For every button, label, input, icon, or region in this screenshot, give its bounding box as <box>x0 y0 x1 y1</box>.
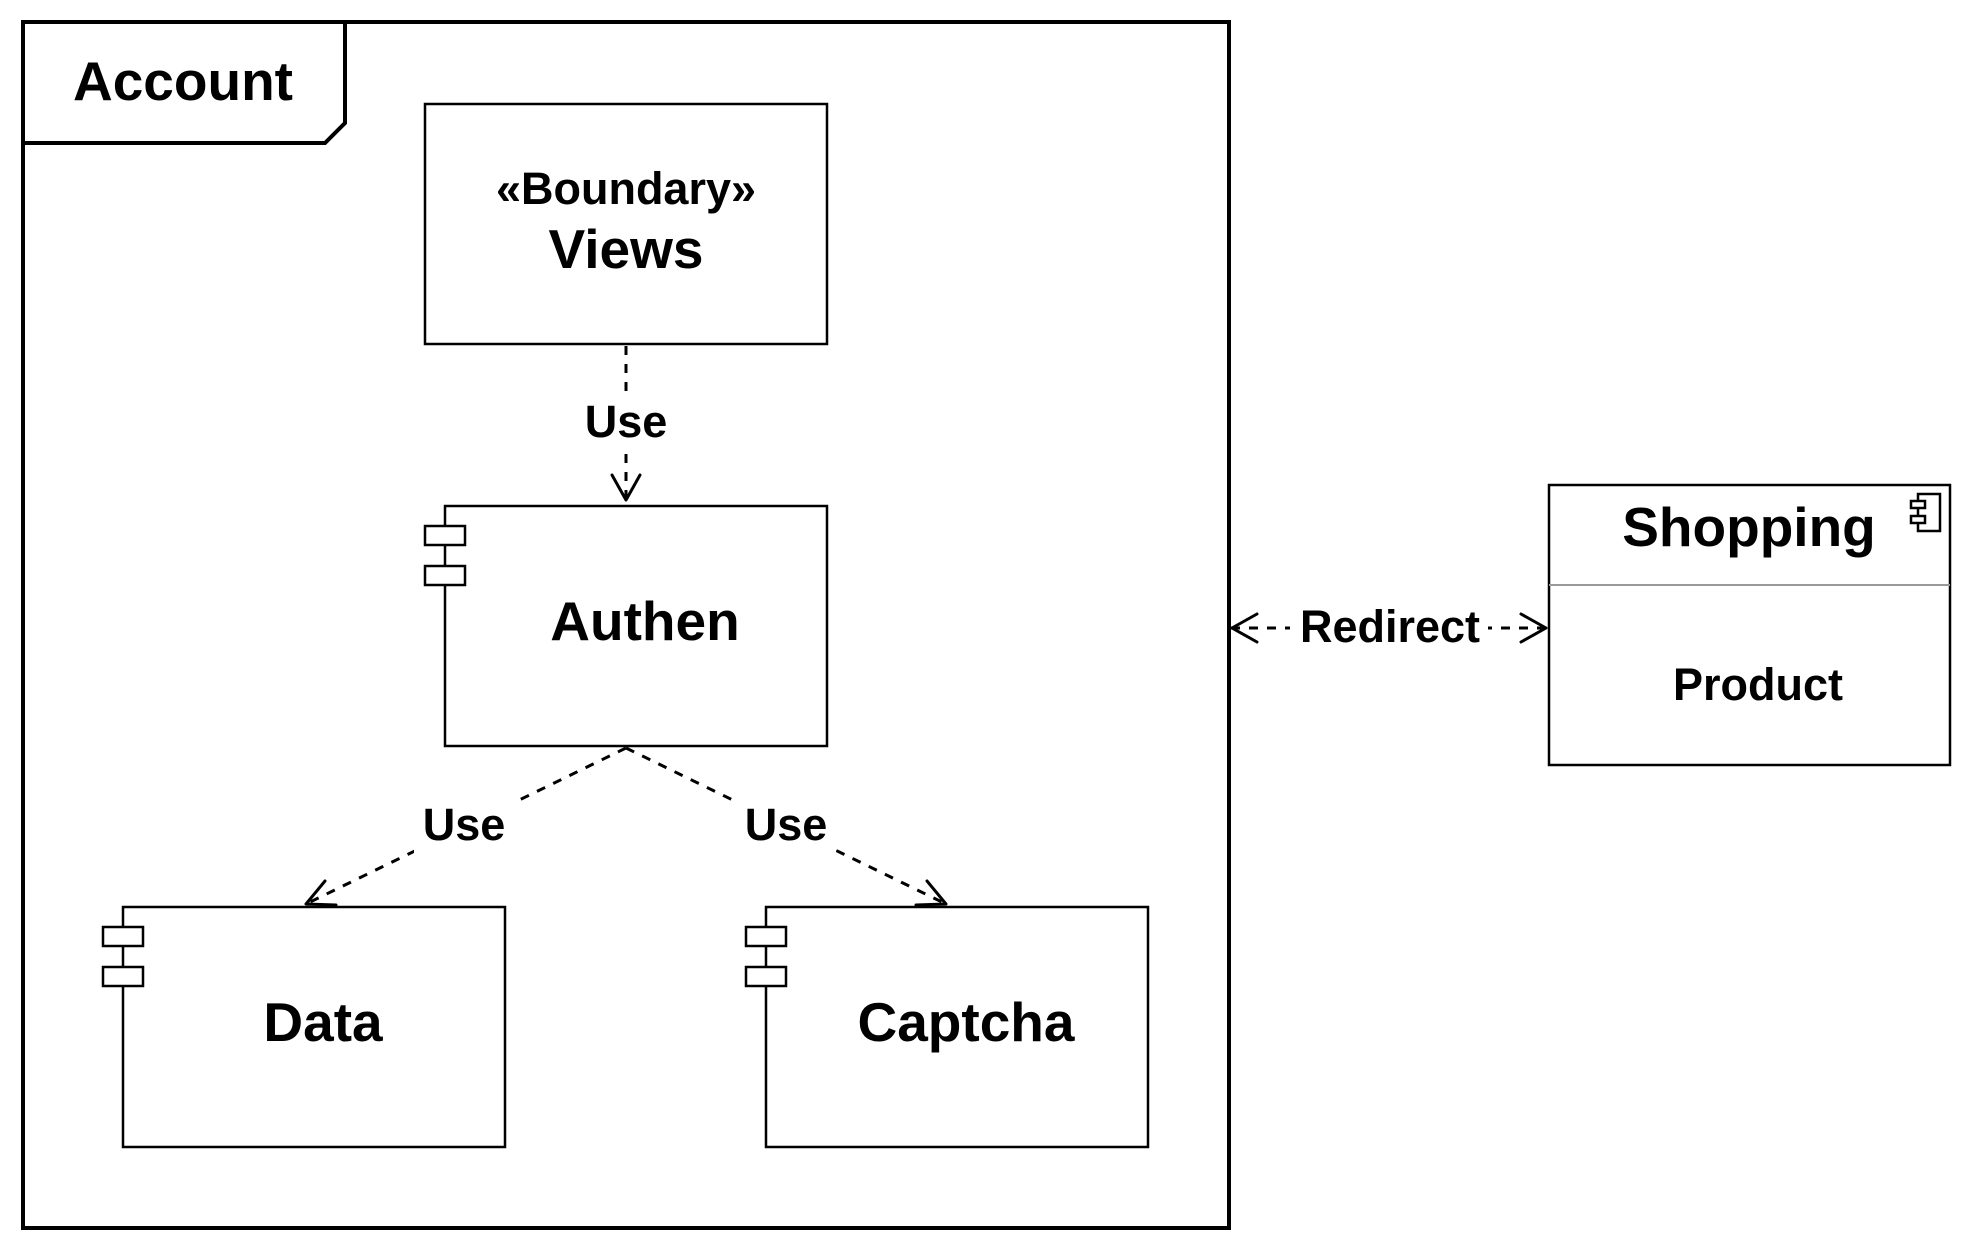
edge-views-authen-arrowhead <box>610 473 642 502</box>
account-frame <box>21 20 1231 1230</box>
edge-authen-data-line <box>305 746 627 906</box>
data-port-top <box>101 925 145 948</box>
edge-authen-data-label-bg <box>414 799 514 853</box>
authen-box <box>443 504 829 748</box>
edge-authen-captcha-label-bg <box>736 799 836 853</box>
edge-authen-data-arrowhead <box>304 879 338 907</box>
edge-authen-captcha-line <box>625 746 947 906</box>
authen-port-bottom <box>423 564 467 587</box>
captcha-box <box>764 905 1150 1149</box>
shopping-name: Shopping <box>1622 496 1876 558</box>
shopping-box <box>1547 483 1952 767</box>
account-tab <box>23 22 347 145</box>
edge-authen-captcha-arrowhead <box>914 879 948 907</box>
captcha-name: Captcha <box>858 991 1075 1053</box>
captcha-port-top <box>744 925 788 948</box>
edge-authen-captcha: Use <box>625 746 948 907</box>
captcha-port-bottom <box>744 965 788 988</box>
edge-redirect: Redirect <box>1230 598 1548 654</box>
edge-redirect-label-bg <box>1290 598 1488 654</box>
views-box <box>423 102 829 346</box>
views-node[interactable]: «Boundary» Views <box>423 102 829 346</box>
authen-name: Authen <box>550 590 739 652</box>
account-title: Account <box>73 50 293 112</box>
views-name: Views <box>549 218 704 280</box>
data-name: Data <box>263 991 383 1053</box>
edge-redirect-arrowhead-left <box>1230 612 1259 644</box>
authen-component[interactable]: Authen <box>423 504 829 748</box>
edge-views-authen: Use <box>578 346 674 502</box>
data-component[interactable]: Data <box>101 905 507 1149</box>
edge-authen-data-label: Use <box>423 799 506 850</box>
shopping-body: Product <box>1673 659 1843 710</box>
edge-authen-captcha-label: Use <box>745 799 828 850</box>
shopping-component[interactable]: Shopping Product <box>1547 483 1952 767</box>
captcha-component[interactable]: Captcha <box>744 905 1150 1149</box>
account-package: Account <box>21 20 1231 1230</box>
edge-authen-data: Use <box>304 746 627 907</box>
data-port-bottom <box>101 965 145 988</box>
edge-views-authen-label-bg <box>578 398 674 450</box>
edge-views-authen-label: Use <box>585 396 668 447</box>
authen-port-top <box>423 524 467 547</box>
views-stereotype: «Boundary» <box>496 163 756 214</box>
component-icon <box>1909 492 1942 533</box>
edge-redirect-label: Redirect <box>1300 601 1480 652</box>
edge-redirect-arrowhead-right <box>1519 612 1548 644</box>
data-box <box>121 905 507 1149</box>
